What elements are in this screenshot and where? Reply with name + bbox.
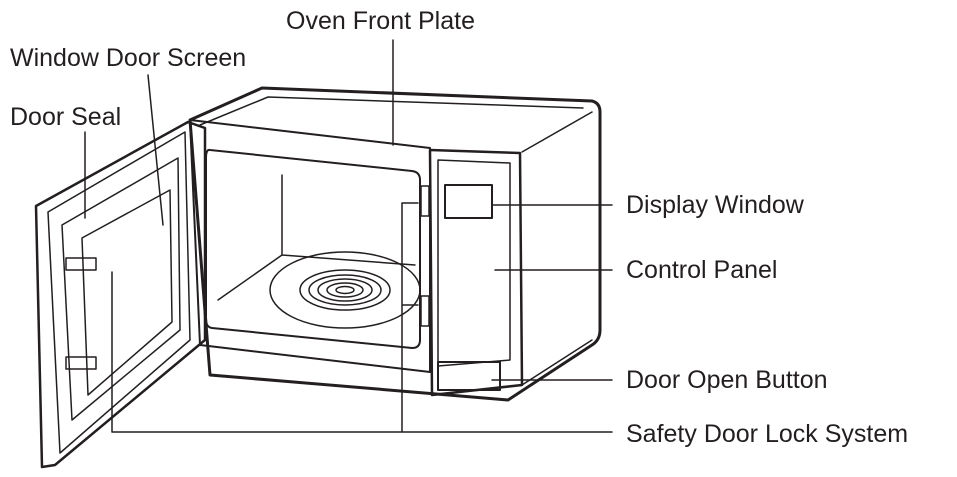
door-outer [34, 120, 207, 469]
cabinet-side-edge [521, 111, 593, 386]
control-panel-body [428, 148, 524, 397]
leader-lines [84, 39, 613, 433]
window-door-screen [81, 189, 173, 396]
door-hinge-lower [65, 356, 97, 370]
door-seal [61, 157, 181, 421]
cavity-back-lines [217, 174, 416, 301]
control-panel-inner [437, 159, 511, 367]
leader-window-door-screen [147, 74, 164, 226]
label-control-panel: Control Panel [626, 256, 778, 284]
door-open-button [437, 361, 501, 391]
label-oven-front-plate: Oven Front Plate [286, 7, 475, 35]
oven-front-plate [189, 119, 431, 373]
label-display-window: Display Window [626, 191, 804, 219]
label-window-door-screen: Window Door Screen [10, 44, 247, 72]
door-edge [47, 131, 191, 454]
label-safety-door-lock-system: Safety Door Lock System [626, 420, 909, 448]
leader-safety-door-lock [111, 202, 613, 433]
safety-lock-slot-upper [420, 185, 430, 217]
display-window [444, 184, 493, 219]
cabinet-top-edge [199, 96, 584, 126]
door-hinge-upper [65, 257, 97, 271]
label-door-open-button: Door Open Button [626, 366, 828, 394]
cabinet-outline [188, 86, 602, 402]
label-door-seal: Door Seal [10, 103, 122, 131]
oven-cavity [205, 148, 421, 349]
safety-lock-slot-lower [420, 295, 430, 327]
turntable [269, 251, 421, 329]
